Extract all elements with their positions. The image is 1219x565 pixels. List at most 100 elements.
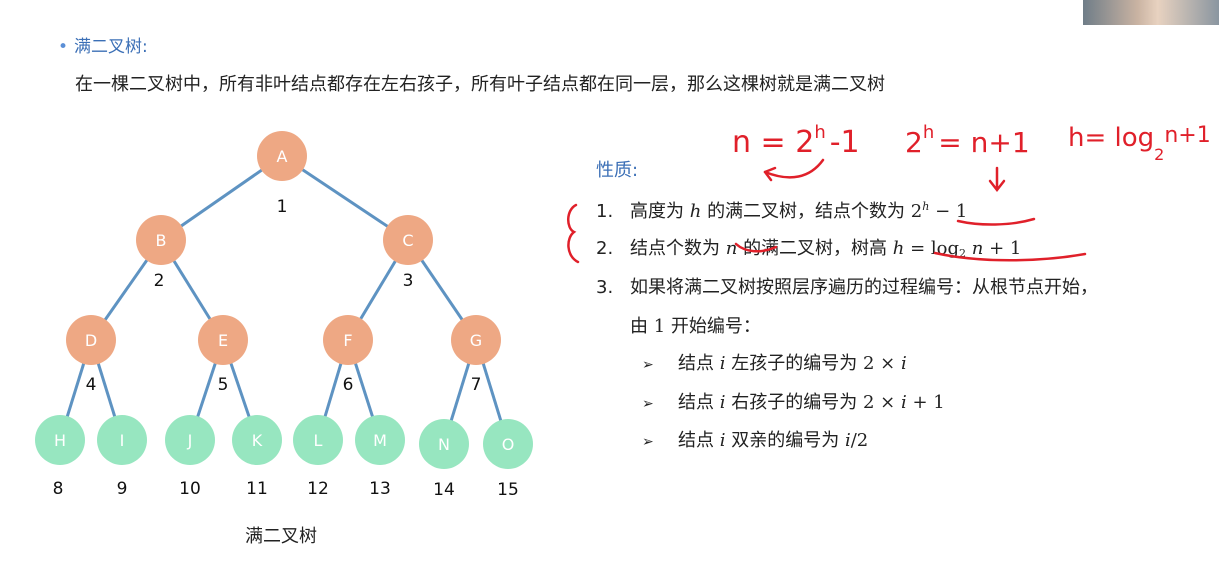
- node-circle: [383, 215, 433, 265]
- node-circle: [257, 131, 307, 181]
- node-number: 6: [343, 375, 354, 395]
- webcam-overlay: [1083, 0, 1219, 25]
- node-label: E: [218, 331, 228, 350]
- property-text: 的满二叉树，树高: [743, 238, 888, 259]
- node-number: 4: [86, 375, 97, 395]
- tree-node-c: C3: [383, 215, 433, 291]
- property-text: 如果将满二叉树按照层序遍历的过程编号：从根节点开始，: [630, 277, 1098, 298]
- node-circle: [232, 415, 282, 465]
- properties-title: 性质:: [596, 160, 639, 181]
- arrow-bullet-icon: ➢: [642, 396, 654, 412]
- node-label: I: [120, 431, 125, 450]
- node-circle: [66, 315, 116, 365]
- section-title: •满二叉树:: [58, 32, 148, 57]
- tree-node-m: M13: [355, 415, 405, 499]
- tree-node-k: K 11: [232, 415, 282, 499]
- property-3-line2: 由 1 开始编号：: [630, 312, 761, 338]
- property-2: 2.结点个数为 n 的满二叉树，树高 h = log2 n + 1: [596, 234, 1021, 260]
- handwritten-eq3: h= log2n+1: [1068, 123, 1211, 164]
- tree-node-j: J 10: [165, 415, 215, 499]
- node-label: N: [438, 435, 450, 454]
- node-label: K: [252, 431, 263, 450]
- definition-text: 在一棵二叉树中，所有非叶结点都存在左右孩子，所有叶子结点都在同一层，那么这棵树就…: [75, 74, 885, 95]
- node-label: D: [85, 331, 97, 350]
- property-index: 3.: [596, 277, 614, 298]
- node-circle: [355, 415, 405, 465]
- node-circle: [323, 315, 373, 365]
- node-number: 1: [277, 197, 288, 217]
- node-circle: [293, 415, 343, 465]
- property-1: 1.高度为 h 的满二叉树，结点个数为 2h − 1: [596, 197, 967, 223]
- node-number: 9: [117, 479, 128, 499]
- node-label: M: [373, 431, 387, 450]
- node-label: H: [54, 431, 66, 450]
- tree-node-l: L 12: [293, 415, 343, 499]
- node-label: A: [277, 147, 288, 166]
- node-number: 11: [246, 479, 268, 499]
- math-expression: h = log2 n + 1: [892, 238, 1022, 260]
- annotation-brace: [567, 203, 580, 264]
- node-number: 2: [154, 271, 165, 291]
- tree-node-d: D4: [66, 315, 116, 395]
- tree-node-b: B2: [136, 215, 186, 291]
- node-number: 3: [403, 271, 414, 291]
- node-number: 12: [307, 479, 329, 499]
- node-circle: [451, 315, 501, 365]
- node-circle: [136, 215, 186, 265]
- node-number: 7: [471, 375, 482, 395]
- tree-node-f: F6: [323, 315, 373, 395]
- node-circle: [419, 419, 469, 469]
- property-text: 由: [630, 316, 648, 337]
- section-title-text: 满二叉树:: [74, 37, 148, 57]
- arrow-bullet-icon: ➢: [642, 434, 654, 450]
- handwritten-eq2: 2h= n+1: [905, 122, 1030, 159]
- sub-property-right-child: ➢结点 i 右孩子的编号为 2 × i + 1: [642, 392, 945, 413]
- node-circle: [97, 415, 147, 465]
- annotation-underline: [734, 242, 778, 253]
- annotation-arrowhead: [763, 166, 777, 182]
- math-var: h: [689, 201, 702, 222]
- property-text: 的满二叉树，结点个数为: [707, 201, 906, 222]
- tree-node-n: N 14: [419, 419, 469, 500]
- node-label: J: [187, 431, 193, 450]
- handwritten-eq1: n = 2h-1: [732, 122, 860, 160]
- node-number: 10: [179, 479, 201, 499]
- node-circle: [165, 415, 215, 465]
- annotation-curved-arrow: [763, 158, 825, 179]
- node-label: L: [314, 431, 323, 450]
- tree-caption: 满二叉树: [245, 526, 317, 547]
- tree-node-i: I9: [97, 415, 147, 499]
- property-text: 高度为: [630, 201, 684, 222]
- arrow-bullet-icon: ➢: [642, 357, 654, 373]
- node-number: 15: [497, 480, 519, 500]
- node-label: B: [156, 231, 167, 250]
- annotation-underline: [956, 217, 1036, 226]
- math-var: n: [725, 238, 738, 259]
- node-number: 5: [218, 375, 229, 395]
- node-label: G: [470, 331, 482, 350]
- node-circle: [35, 415, 85, 465]
- annotation-underline: [933, 251, 1087, 262]
- node-number: 14: [433, 480, 455, 500]
- tree-edge: [281, 154, 409, 242]
- sub-property-left-child: ➢结点 i 左孩子的编号为 2 × i: [642, 353, 907, 374]
- node-label: F: [343, 331, 352, 350]
- tree-node-o: O 15: [483, 419, 533, 500]
- property-index: 1.: [596, 201, 614, 222]
- node-label: O: [502, 435, 515, 454]
- node-circle: [198, 315, 248, 365]
- math-number: 1: [653, 316, 666, 337]
- node-number: 8: [53, 479, 64, 499]
- sub-property-parent: ➢结点 i 双亲的编号为 i/2: [642, 430, 869, 451]
- node-circle: [483, 419, 533, 469]
- node-label: C: [402, 231, 413, 250]
- tree-node-e: E5: [198, 315, 248, 395]
- annotation-down-arrow: [988, 166, 1006, 193]
- tree-node-h: H8: [35, 415, 85, 499]
- bullet-dot: •: [58, 37, 69, 57]
- property-text: 开始编号：: [670, 316, 761, 337]
- tree-node-a: A1: [257, 131, 307, 217]
- property-index: 2.: [596, 238, 614, 259]
